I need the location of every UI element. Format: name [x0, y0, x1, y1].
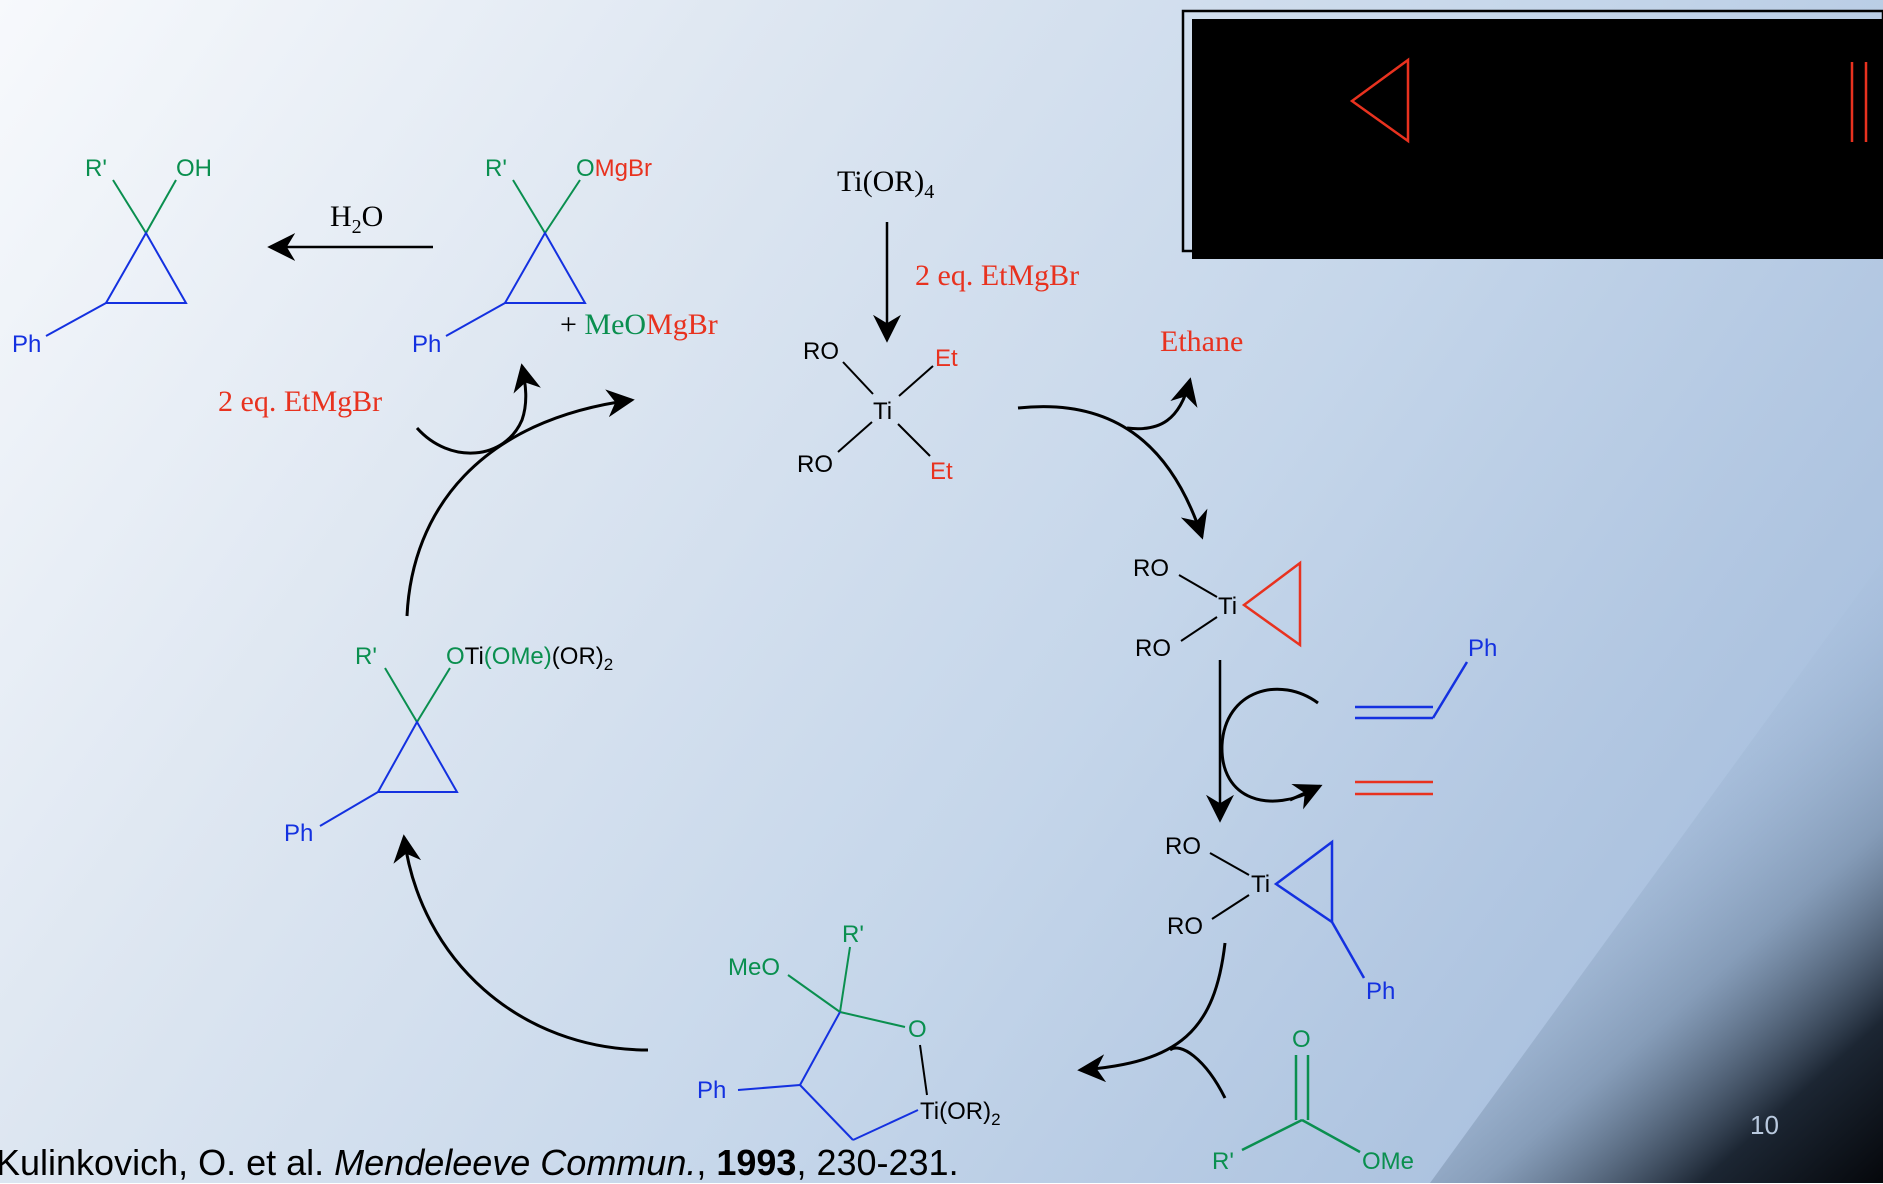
oxatitanacyclopentane: MeO R' O Ph Ti(OR)2 — [697, 921, 1001, 1141]
r-prime-label: R' — [85, 155, 107, 182]
r-prime-label: R' — [485, 155, 507, 182]
ethane-label: Ethane — [1160, 325, 1243, 358]
styrene-titanacycle: RO RO Ti Ph — [1165, 833, 1395, 1005]
ph-label: Ph — [412, 331, 441, 358]
ti-or4-label: Ti(OR)4 — [837, 165, 934, 203]
alkenetitanium-label: Alkenetitanium — [1678, 172, 1850, 203]
r-prime-label: R' — [355, 643, 377, 670]
ph-label: Ph — [284, 820, 313, 847]
inset-alkenetitanium: RO RO Ti Alkenetitanium Complex — [1673, 50, 1868, 235]
h2o-arrow: H2O — [267, 200, 433, 261]
et-label: Et — [930, 458, 953, 485]
et-label: Et — [935, 345, 958, 372]
ph-label: Ph — [1468, 635, 1497, 662]
r-prime-label: R' — [1212, 1148, 1234, 1175]
oti-label: OTi(OMe)(OR)2 — [446, 643, 613, 674]
titanium-alkoxide: Ti(OR)4 2 eq. EtMgBr — [837, 165, 1079, 343]
transmetalation-arrow: 2 eq. EtMgBr — [218, 363, 635, 617]
citation: Kulinkovich, O. et al. Mendeleeve Commun… — [0, 1142, 959, 1183]
magnesium-alkoxide: R' OMgBr Ph + MeOMgBr — [412, 155, 718, 358]
complex-label: Complex — [1715, 204, 1815, 235]
ph-label: Ph — [1366, 978, 1395, 1005]
ti-or2-label: Ti(OR)2 — [920, 1098, 1001, 1129]
etmgbr-reagent: 2 eq. EtMgBr — [218, 385, 382, 418]
ro-label: RO — [1133, 555, 1169, 582]
ti-label: Ti — [1251, 871, 1270, 898]
ro-label: RO — [1673, 50, 1709, 77]
ph-label: Ph — [697, 1077, 726, 1104]
ome-label: OMe — [1362, 1148, 1414, 1175]
ro-label: RO — [1240, 50, 1276, 77]
slide-number: 10 — [1750, 1110, 1779, 1140]
ro-label: RO — [803, 338, 839, 365]
ring-contraction-arrow — [393, 834, 649, 1052]
titanacyclopropane-intermediate: RO RO Ti — [1133, 555, 1302, 662]
etmgbr-reagent: 2 eq. EtMgBr — [915, 259, 1079, 292]
ester-addition — [1077, 942, 1227, 1099]
titanium-cyclopropoxide: R' OTi(OMe)(OR)2 Ph — [284, 643, 613, 847]
methyl-ester: O R' OMe — [1212, 1026, 1414, 1175]
ti-label: Ti — [1760, 88, 1779, 115]
diethyl-titanium: RO RO Ti Et Et — [797, 338, 958, 485]
o-label: O — [1292, 1026, 1311, 1053]
meo-label: MeO — [728, 954, 780, 981]
ti-label: Ti — [873, 398, 892, 425]
o-label: O — [908, 1016, 927, 1043]
titanacyclopropane-label: Titanacyclopropane — [1220, 180, 1443, 211]
ti-label: Ti — [1328, 88, 1347, 115]
ro-label: RO — [1167, 913, 1203, 940]
ro-label: RO — [797, 451, 833, 478]
product-cyclopropanol: R' OH Ph — [12, 155, 212, 358]
meomgbr-label: + MeOMgBr — [560, 308, 718, 341]
r-prime-label: R' — [842, 921, 864, 948]
h2o-label: H2O — [330, 200, 383, 238]
omgbr-label: OMgBr — [576, 155, 652, 182]
inset-box — [1181, 9, 1883, 259]
ti-label: Ti — [1218, 593, 1237, 620]
inset-titanacyclopropane: RO RO Ti Titanacyclopropane — [1220, 50, 1443, 211]
ethane-release: Ethane — [1017, 325, 1243, 540]
ro-label: RO — [1675, 131, 1711, 158]
ro-label: RO — [1165, 833, 1201, 860]
ligand-exchange: Ph — [1206, 635, 1497, 823]
oh-label: OH — [176, 155, 212, 182]
ro-label: RO — [1242, 131, 1278, 158]
ro-label: RO — [1135, 635, 1171, 662]
ph-label: Ph — [12, 331, 41, 358]
